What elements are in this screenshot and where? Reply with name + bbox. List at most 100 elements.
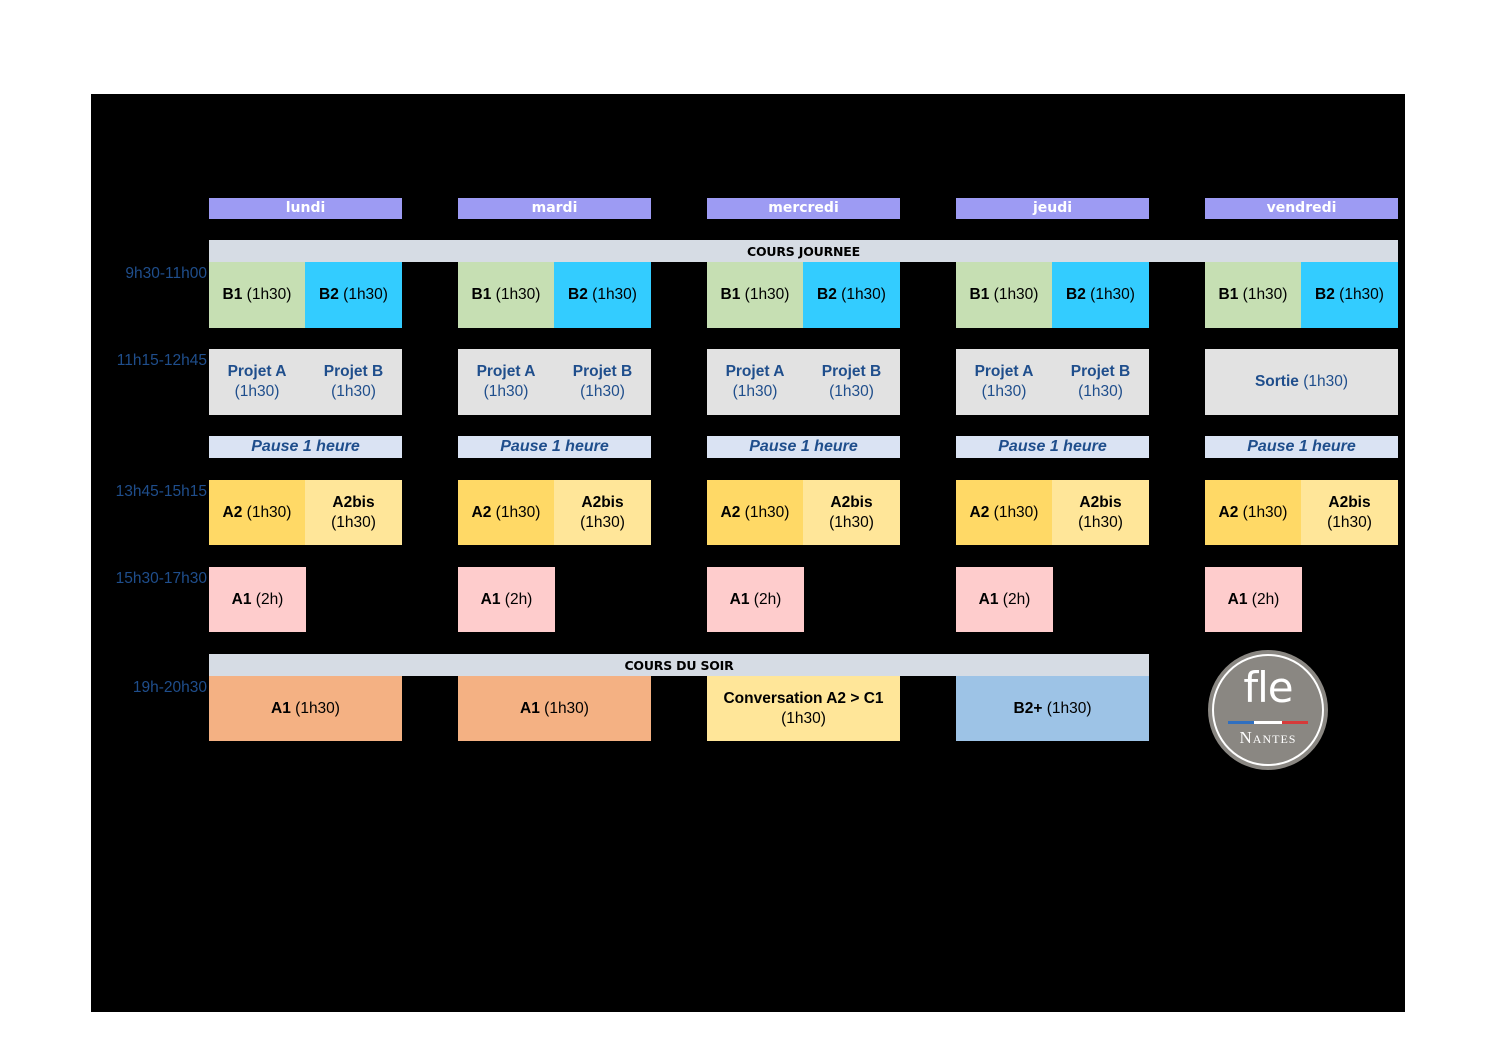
course-projet-a-lundi: Projet A(1h30) — [209, 349, 305, 415]
projet-a-duration-line: (1h30) — [235, 382, 280, 402]
a2bis-line: A2bis — [332, 493, 374, 513]
a1-duration: (2h) — [1002, 590, 1031, 608]
time-label-slot2: 11h15-12h45 — [116, 352, 207, 369]
projet-b-level: Projet B — [323, 363, 384, 380]
sortie-level: Sortie — [1254, 373, 1299, 390]
pause-mardi: Pause 1 heure — [458, 436, 651, 458]
a2-level: A2 — [720, 503, 741, 521]
b2-level: B2 — [1315, 286, 1335, 303]
a2-duration: (1h30) — [1242, 503, 1288, 521]
course-b1-vendredi: B1 (1h30) — [1205, 262, 1301, 328]
b1-line: B1 (1h30) — [1219, 285, 1288, 305]
a2-level: A2 — [222, 503, 243, 521]
course-a2bis-mardi: A2bis(1h30) — [554, 480, 651, 545]
projet-b-line: Projet B — [324, 362, 383, 382]
a1-level: A1 — [480, 590, 501, 608]
course-a2-vendredi: A2 (1h30) — [1205, 480, 1301, 545]
projet-a-line: Projet A — [975, 362, 1034, 382]
evening-course-jeudi: B2+ (1h30) — [956, 676, 1149, 741]
a2-level: A2 — [1218, 503, 1239, 521]
a2bis-duration: (1h30) — [331, 513, 376, 531]
projet-b-line: Projet B — [1071, 362, 1130, 382]
projet-b-duration-line: (1h30) — [1078, 382, 1123, 402]
a1-duration: (2h) — [1251, 590, 1280, 608]
course-projet-a-jeudi: Projet A (1h30) — [956, 349, 1052, 415]
a2-duration: (1h30) — [993, 503, 1039, 521]
a2bis-level: A2bis — [1328, 493, 1371, 511]
projet-a-duration: (1h30) — [483, 383, 529, 400]
projet-a-level: Projet A — [476, 363, 536, 380]
a1-level: A1 — [729, 590, 750, 608]
course-projet-b-mercredi: Projet B(1h30) — [803, 349, 900, 415]
a2-level: A2 — [471, 503, 492, 521]
day-header-jeudi: jeudi — [956, 198, 1149, 219]
course-a1-mercredi: A1 (2h) — [707, 567, 804, 632]
evening-mercredi-level: Conversation A2 > C1 — [723, 689, 884, 707]
evening-lundi-duration: (1h30) — [295, 699, 340, 717]
course-b1-lundi: B1 (1h30) — [209, 262, 305, 328]
b2-level: B2 — [568, 286, 588, 303]
logo-nantes-text: Nantes — [1239, 728, 1297, 747]
b1-line: B1 (1h30) — [472, 285, 541, 305]
course-projet-a-mercredi: Projet A(1h30) — [707, 349, 803, 415]
a2bis-level: A2bis — [332, 493, 375, 511]
projet-b-duration-line: (1h30) — [829, 382, 874, 402]
evening-course-mercredi: Conversation A2 > C1 (1h30) — [707, 676, 900, 741]
a2-level: A2 — [969, 503, 990, 521]
course-b2-mardi: B2 (1h30) — [554, 262, 651, 328]
course-b2-jeudi: B2 (1h30) — [1052, 262, 1149, 328]
course-a1-mardi: A1 (2h) — [458, 567, 555, 632]
a2bis-duration-line: (1h30) — [580, 513, 625, 533]
a2-line: A2 (1h30) — [721, 503, 790, 523]
a1-level: A1 — [231, 590, 252, 608]
a1-line: A1 (2h) — [232, 590, 284, 610]
evening-lundi-level: A1 — [271, 699, 291, 717]
projet-a-duration: (1h30) — [981, 383, 1027, 400]
course-a2-mardi: A2 (1h30) — [458, 480, 554, 545]
schedule-page — [91, 94, 1405, 1012]
day-header-mardi: mardi — [458, 198, 651, 219]
a2-line: A2 (1h30) — [472, 503, 541, 523]
a2bis-duration: (1h30) — [1078, 513, 1123, 531]
evening-mardi-line: A1 (1h30) — [520, 699, 589, 719]
a2bis-level: A2bis — [1079, 493, 1122, 511]
a2-line: A2 (1h30) — [970, 503, 1039, 523]
b1-line: B1 (1h30) — [721, 285, 790, 305]
b1-duration: (1h30) — [495, 286, 541, 303]
evening-mardi-duration: (1h30) — [544, 699, 589, 717]
projet-b-duration: (1h30) — [580, 383, 625, 400]
b1-level: B1 — [1218, 286, 1239, 303]
course-b1-mardi: B1 (1h30) — [458, 262, 554, 328]
course-a2bis-jeudi: A2bis (1h30) — [1052, 480, 1149, 545]
a2bis-duration-line: (1h30) — [1078, 513, 1123, 533]
course-a2bis-mercredi: A2bis(1h30) — [803, 480, 900, 545]
a1-line: A1 (2h) — [730, 590, 782, 610]
a1-duration: (2h) — [255, 590, 284, 608]
b1-level: B1 — [720, 286, 741, 303]
b2-level: B2 — [319, 286, 339, 303]
b1-line: B1 (1h30) — [970, 285, 1039, 305]
a1-line: A1 (2h) — [481, 590, 533, 610]
projet-b-duration: (1h30) — [331, 383, 376, 400]
b2-line: B2 (1h30) — [1315, 285, 1384, 305]
course-b2-vendredi: B2 (1h30) — [1301, 262, 1398, 328]
course-projet-b-mardi: Projet B (1h30) — [554, 349, 651, 415]
flag-red-stripe — [1282, 721, 1308, 724]
course-sortie-vendredi: Sortie (1h30) — [1205, 349, 1398, 415]
course-a2bis-vendredi: A2bis(1h30) — [1301, 480, 1398, 545]
b2-duration: (1h30) — [841, 286, 886, 303]
projet-b-level: Projet B — [572, 363, 633, 380]
course-b2-lundi: B2 (1h30) — [305, 262, 402, 328]
a2-line: A2 (1h30) — [223, 503, 292, 523]
b1-duration: (1h30) — [993, 286, 1039, 303]
logo-ring — [1212, 654, 1324, 766]
a1-line: A1 (2h) — [1228, 590, 1280, 610]
a2bis-line: A2bis — [1328, 493, 1370, 513]
projet-a-level: Projet A — [974, 363, 1034, 380]
time-label-slot1: 9h30-11h00 — [125, 265, 207, 282]
b2-line: B2 (1h30) — [568, 285, 637, 305]
evening-mercredi-duration-line: (1h30) — [781, 709, 826, 729]
course-a1-jeudi: A1 (2h) — [956, 567, 1053, 632]
evening-course-lundi: A1 (1h30) — [209, 676, 402, 741]
day-header-vendredi: vendredi — [1205, 198, 1398, 219]
